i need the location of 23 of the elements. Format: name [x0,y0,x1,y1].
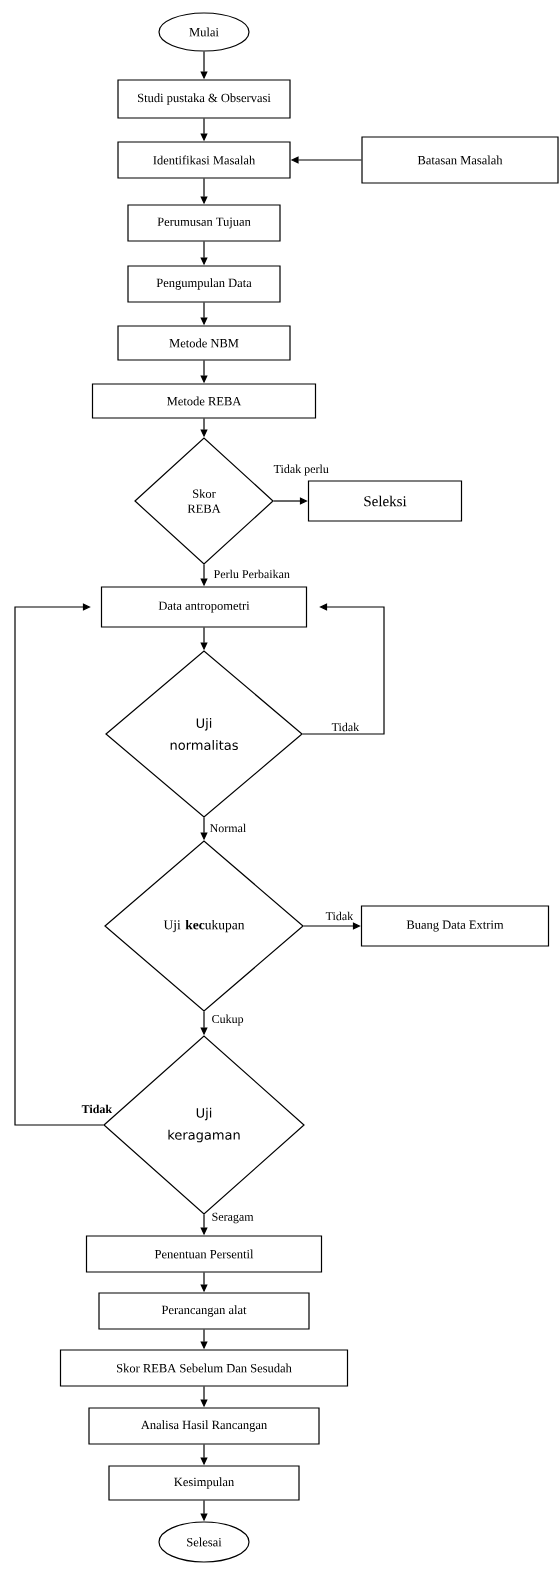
edge-label: Cukup [210,1013,245,1027]
edge-label: Perlu Perbaikan [212,568,291,580]
process-box: Analisa Hasil Rancangan [88,1407,320,1445]
edge-label: Tidak [330,721,361,733]
process-box: Penentuan Persentil [85,1235,323,1273]
process-box: Skor REBA Sebelum Dan Sesudah [59,1349,349,1387]
process-box: Metode REBA [91,383,317,419]
process-box: Metode NBM [117,325,291,361]
arrow [302,603,385,735]
process-box: Perumusan Tujuan [127,204,281,242]
edge-label: Normal [208,822,248,834]
process-box: Identifikasi Masalah [117,141,291,179]
process-box: Data antropometri [100,586,308,628]
edge-label: Tidak perlu [272,463,330,477]
process-box: Pengumpulan Data [127,265,281,303]
process-box: Buang Data Extrim [360,905,550,947]
edge-label: Tidak [324,910,355,922]
process-box: Batasan Masalah [361,136,559,184]
process-box: Perancangan alat [98,1292,310,1330]
process-box: Studi pustaka & Observasi [117,79,291,119]
process-box: Kesimpulan [108,1465,300,1501]
process-box: Seleksi [307,480,463,522]
arrow [14,603,104,1126]
